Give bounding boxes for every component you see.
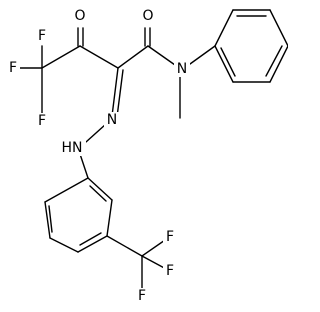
- bond-ar-4: [49, 237, 79, 253]
- atom-f4: F: [166, 229, 174, 245]
- bond-ph-inner-3: [220, 47, 236, 77]
- atom-n-azo: N: [107, 112, 117, 128]
- atom-f6: F: [138, 288, 146, 304]
- atom-o-keto: O: [74, 8, 85, 24]
- bond-ph-3: [269, 9, 288, 47]
- bond-nh-aryl: [79, 153, 89, 179]
- bond-ar-inner-1: [89, 185, 107, 202]
- bond-ar-3: [77, 235, 108, 253]
- bond-n-azo-nh: [85, 123, 107, 143]
- chemical-structure-diagram: F F F O O N N HN F F F: [6, 8, 288, 304]
- bond-c2-n-azo: [111, 67, 119, 117]
- bond-ar-1: [87, 177, 113, 201]
- bond-ar-cf3: [106, 235, 143, 257]
- atom-f1: F: [9, 60, 17, 76]
- bond-c3-c2: [79, 45, 119, 69]
- atom-nh-hydrazo: HN: [62, 140, 83, 156]
- atom-f3: F: [38, 113, 46, 129]
- bond-ar-2: [106, 199, 113, 237]
- bond-ph-6: [214, 45, 234, 83]
- bond-n-phenyl: [189, 45, 216, 65]
- bond-c1-n-amide: [147, 45, 176, 66]
- bond-c4-c3: [41, 45, 81, 69]
- bond-ar-inner-2: [79, 232, 102, 246]
- atom-labels: F F F O O N N HN F F F: [6, 8, 190, 304]
- structure-drawing: F F F O O N N HN F F F: [6, 8, 288, 304]
- atom-f5: F: [166, 263, 174, 279]
- bond-ph-1: [214, 9, 234, 47]
- bond-ar-6: [44, 177, 89, 203]
- atom-f2: F: [38, 28, 46, 44]
- bond-ph-4: [269, 45, 288, 83]
- bond-ar-inner-3: [48, 205, 53, 233]
- bond-ar-5: [44, 201, 51, 239]
- atom-n-amide: N: [177, 61, 187, 77]
- bond-c2-n-azo-2: [116, 69, 124, 118]
- atom-o-amide: O: [142, 8, 153, 24]
- bond-c2-c1: [117, 45, 149, 69]
- bond-ph-inner-2: [265, 45, 283, 77]
